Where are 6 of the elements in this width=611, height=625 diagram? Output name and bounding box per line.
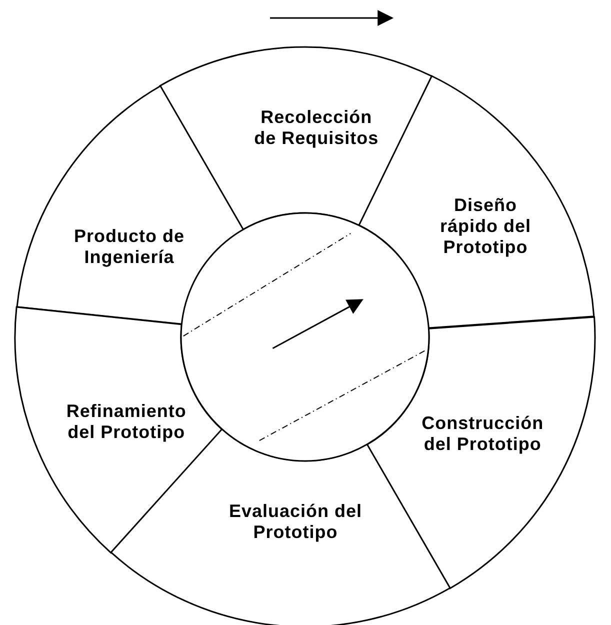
segment-label: Recolección de Requisitos xyxy=(253,106,380,149)
segment-label: Diseño rápido del Prototipo xyxy=(438,195,532,258)
segment-label: Construcción del Prototipo xyxy=(420,412,545,455)
segment-label: Producto de Ingeniería xyxy=(72,226,186,268)
segment-label: Refinamiento del Prototipo xyxy=(65,401,188,444)
segment-label: Evaluación del Prototipo xyxy=(228,501,363,544)
